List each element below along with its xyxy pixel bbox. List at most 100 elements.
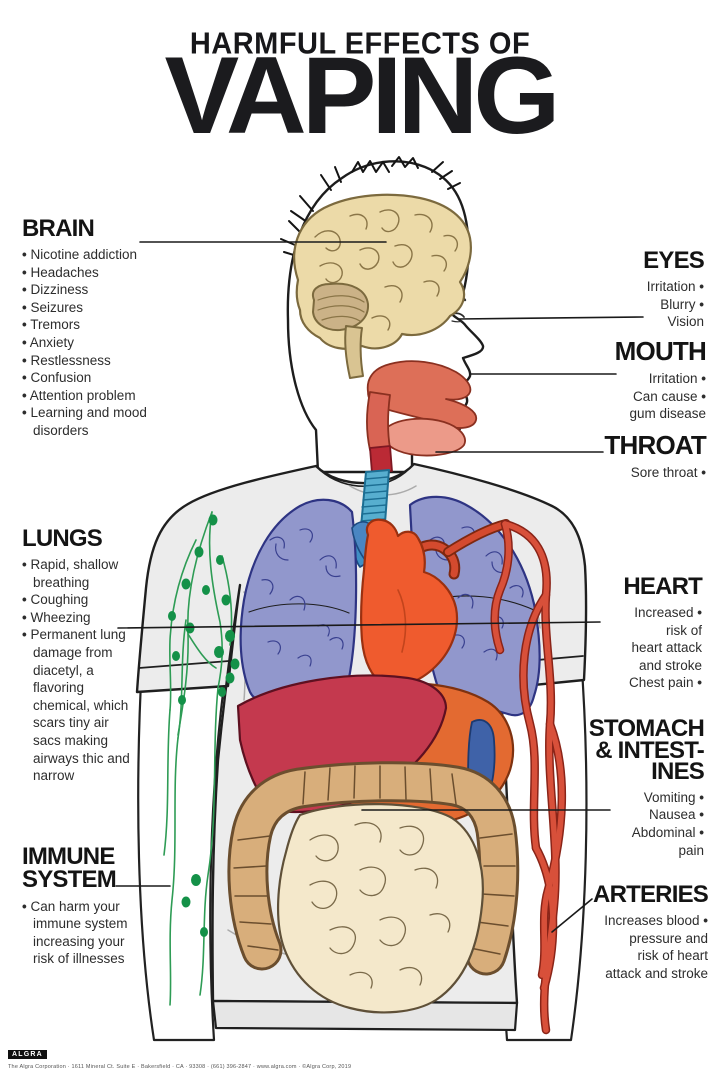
tongue: [383, 417, 466, 457]
larynx: [369, 445, 393, 474]
list-item: • Confusion: [22, 370, 92, 386]
bullet-marker: •: [22, 387, 27, 403]
lungs-heading: LUNGS: [22, 525, 103, 552]
immune-heading: IMMUNE SYSTEM: [22, 843, 117, 893]
list-item: risk of: [665, 622, 702, 638]
bullet-marker: •: [22, 370, 27, 386]
bullet-marker: •: [22, 405, 27, 421]
bullet-marker: •: [22, 592, 27, 608]
bullet-marker: •: [699, 279, 704, 295]
list-item: • Permanent lung damage from diacetyl, a…: [22, 627, 130, 784]
list-item: • Anxiety: [22, 335, 75, 351]
list-item: Vision: [667, 314, 704, 330]
list-item: and stroke: [638, 657, 702, 673]
bullet-marker: •: [699, 296, 704, 312]
list-item: pressure and: [629, 930, 708, 946]
bullet-marker: •: [697, 605, 702, 621]
lungs-organ: [239, 495, 541, 717]
list-item: Sore throat •: [630, 464, 706, 480]
lungs-list: • Rapid, shallow breathing • Coughing• Wh…: [22, 556, 136, 785]
list-item: • Nicotine addiction: [22, 247, 138, 263]
eyes-leader-line: [457, 316, 644, 320]
list-item: • Headaches: [22, 264, 99, 280]
mouth-heading: MOUTH: [614, 336, 707, 366]
section-lungs: LUNGS • Rapid, shallow breathing • Coughi…: [22, 525, 136, 785]
arteries-heading: ARTERIES: [593, 881, 709, 908]
mouth-nasal-cavity: [366, 360, 478, 474]
list-item: • Seizures: [22, 299, 84, 315]
heart-heading: HEART: [623, 573, 702, 600]
section-arteries: ARTERIES Increases blood •pressure and ri…: [538, 881, 709, 982]
list-item: • Learning and mood disorders: [22, 405, 147, 439]
bullet-marker: •: [22, 247, 27, 263]
list-item: attack and stroke: [605, 965, 708, 981]
list-item: gum disease: [629, 406, 706, 422]
arteries-list: Increases blood •pressure and risk of hea…: [538, 912, 708, 982]
list-item: • Rapid, shallow breathing: [22, 557, 119, 590]
section-immune-system: IMMUNE SYSTEM • Can harm your immune sys…: [22, 843, 140, 968]
list-item: Vomiting •: [643, 789, 704, 805]
list-item: Nausea •: [648, 807, 704, 823]
poster-kicker: HARMFUL EFFECTS OF: [189, 27, 531, 61]
list-item: Can cause •: [632, 388, 706, 404]
leader-lines: [115, 241, 644, 933]
immune-list: • Can harm your immune system increasing…: [22, 898, 140, 968]
bullet-marker: •: [22, 317, 27, 333]
bullet-marker: •: [22, 557, 27, 573]
list-item: Increased •: [634, 605, 702, 621]
section-eyes: EYES Irritation •Blurry • Vision: [554, 247, 705, 331]
brain-heading: BRAIN: [22, 215, 95, 242]
list-item: • Wheezing: [22, 609, 91, 625]
bullet-marker: •: [22, 627, 27, 643]
eyes-list: Irritation •Blurry • Vision: [554, 278, 704, 331]
left-lung: [239, 498, 358, 703]
list-item: • Coughing: [22, 592, 89, 608]
bullet-marker: •: [701, 370, 706, 386]
bullet-marker: •: [699, 807, 704, 823]
throat-list: Sore throat •: [536, 464, 706, 482]
section-mouth: MOUTH Irritation •Can cause •gum disease: [546, 336, 707, 423]
stomach-list: Vomiting •Nausea •Abdominal •pain: [544, 789, 704, 859]
list-item: Chest pain •: [628, 675, 702, 691]
list-item: • Dizziness: [22, 282, 89, 298]
section-stomach-intestines: STOMACH & INTEST- INES Vomiting • Nausea …: [544, 715, 705, 859]
bullet-marker: •: [22, 335, 27, 351]
arteries-leader-line: [551, 898, 593, 933]
bullet-marker: •: [699, 824, 704, 840]
publisher-credit-line: The Algra Corporation · 1611 Mineral Ct.…: [8, 1064, 352, 1070]
brain-list: • Nicotine addiction• Headaches • Dizzine…: [22, 246, 190, 440]
bullet-marker: •: [22, 898, 27, 914]
stomach-heading: STOMACH & INTEST- INES: [588, 715, 705, 786]
list-item: Increases blood •: [604, 913, 708, 929]
section-throat: THROAT Sore throat •: [536, 430, 706, 482]
list-item: Irritation •: [646, 279, 704, 295]
bullet-marker: •: [701, 464, 706, 480]
list-item: risk of heart: [637, 948, 708, 964]
list-item: Blurry •: [660, 296, 704, 312]
list-item: • Can harm your immune system increasing…: [22, 898, 128, 967]
cerebellum: [312, 282, 370, 332]
bullet-marker: •: [22, 264, 27, 280]
bullet-marker: •: [701, 388, 706, 404]
eyes-heading: EYES: [643, 247, 705, 274]
throat-heading: THROAT: [604, 430, 706, 460]
publisher-logo: ALGRA: [8, 1050, 47, 1059]
mouth-list: Irritation •Can cause •gum disease: [546, 370, 706, 423]
bullet-marker: •: [703, 913, 708, 929]
list-item: • Attention problem: [22, 387, 136, 403]
bullet-marker: •: [22, 299, 27, 315]
list-item: • Restlessness: [22, 352, 111, 368]
intestine-texture: [309, 822, 451, 989]
poster-title: VAPING: [164, 34, 560, 157]
heart-organ: [351, 518, 511, 688]
bullet-marker: •: [22, 352, 27, 368]
lungs-heart-leader-line: [117, 621, 601, 629]
bullet-marker: •: [697, 675, 702, 691]
bullet-marker: •: [699, 789, 704, 805]
brain-organ: [293, 193, 472, 379]
pharynx: [366, 391, 391, 451]
